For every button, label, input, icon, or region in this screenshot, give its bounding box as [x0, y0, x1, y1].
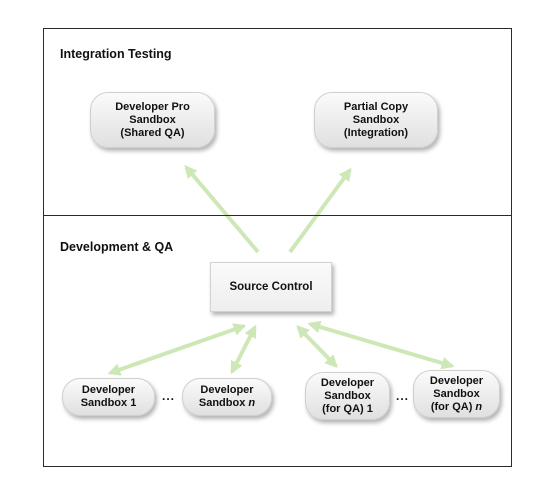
- ellipsis-right: ...: [396, 389, 410, 403]
- arrow-source-dev-sandbox-1: [107, 323, 247, 376]
- source-control-label: Source Control: [229, 281, 313, 293]
- source-control-node: Source Control: [210, 262, 332, 312]
- development-qa-section: [43, 215, 512, 467]
- integration-testing-title: Integration Testing: [60, 47, 172, 61]
- development-qa-title: Development & QA: [60, 240, 174, 254]
- arrow-source-to-developer-pro: [184, 165, 260, 254]
- ellipsis-left: ...: [162, 389, 176, 403]
- arrow-source-qa-sandbox-n: [307, 320, 455, 370]
- arrow-source-to-partial-copy: [288, 167, 352, 254]
- arrow-source-dev-sandbox-n: [230, 324, 257, 375]
